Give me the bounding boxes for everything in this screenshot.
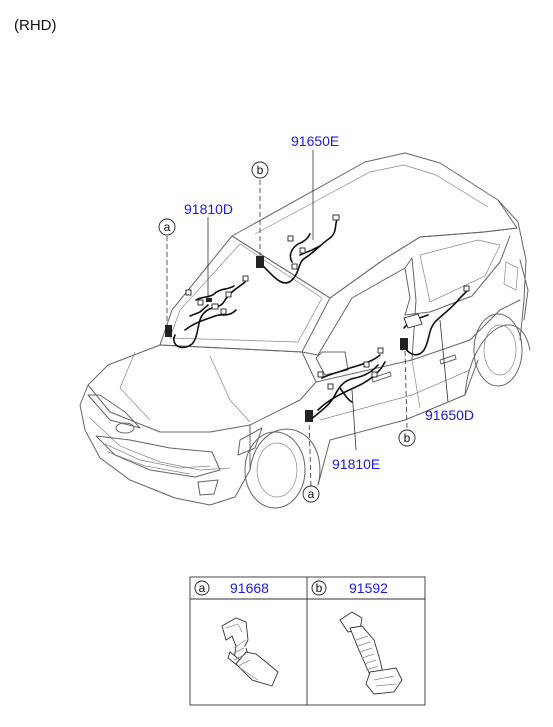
harness-91650D bbox=[400, 285, 470, 356]
legend-table: a 91668 b 91592 bbox=[189, 576, 426, 706]
callout-a-upper-letter: a bbox=[164, 220, 171, 234]
car-body bbox=[79, 152, 531, 509]
legend-a-letter: a bbox=[199, 581, 206, 595]
harness-91650E bbox=[256, 214, 340, 284]
callout-a-lower-letter: a bbox=[308, 487, 315, 501]
legend-cell-a: a 91668 bbox=[194, 580, 279, 687]
legend-b-letter: b bbox=[316, 581, 323, 595]
callout-b-lower: b bbox=[398, 429, 416, 447]
legend-b-part-no: 91592 bbox=[349, 580, 388, 596]
harness-91810E bbox=[305, 347, 386, 422]
legend-cell-b: b 91592 bbox=[311, 580, 403, 695]
part-label-91650E: 91650E bbox=[291, 133, 339, 149]
callout-b-upper: b bbox=[251, 161, 269, 179]
part-label-91650D: 91650D bbox=[425, 407, 474, 423]
variant-label: (RHD) bbox=[14, 17, 57, 34]
callout-b-lower-letter: b bbox=[404, 431, 411, 445]
leaders bbox=[166, 150, 449, 487]
callout-a-lower: a bbox=[302, 485, 320, 503]
legend-a-part-no: 91668 bbox=[230, 580, 269, 596]
callout-a-upper: a bbox=[158, 218, 176, 236]
part-label-91810E: 91810E bbox=[332, 456, 380, 472]
callout-b-upper-letter: b bbox=[257, 163, 264, 177]
part-label-91810D: 91810D bbox=[184, 201, 233, 217]
grommet-91592-drawing bbox=[339, 611, 403, 695]
harness-91810D bbox=[165, 275, 249, 349]
grommet-91668-drawing bbox=[221, 617, 279, 687]
